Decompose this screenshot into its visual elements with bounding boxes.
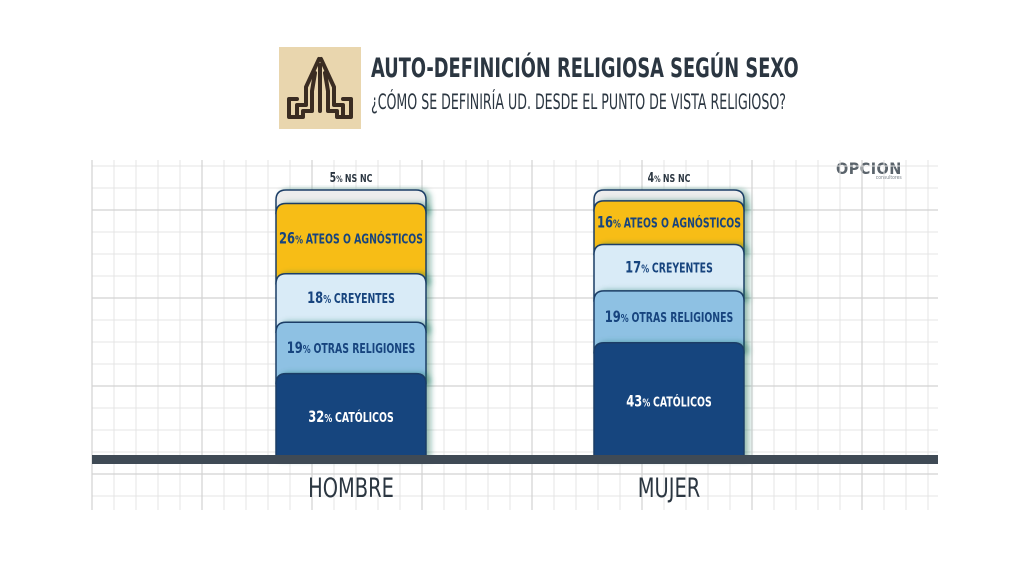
data-label-hombre-catolicos: 32% CATÓLICOS: [308, 408, 393, 426]
chart-subtitle: ¿CÓMO SE DEFINIRÍA UD. DESDE EL PUNTO DE…: [371, 90, 786, 114]
bar-hombre: 32% CATÓLICOS 19% OTRAS RELIGIONES 18% CRE…: [275, 169, 427, 461]
segment-hombre-otras-religiones: [275, 321, 427, 385]
data-label-mujer-catolicos: 43% CATÓLICOS: [626, 393, 711, 411]
baseline: [92, 455, 938, 464]
data-label-mujer-creyentes: 17% CREYENTES: [625, 259, 713, 277]
category-label-mujer: MUJER: [638, 472, 701, 504]
data-label-hombre-ateos-o-agnosticos: 26% ATEOS O AGNÓSTICOS: [279, 230, 423, 248]
category-label-hombre: HOMBRE: [308, 472, 394, 504]
opcion-logo: OPCION consultores: [836, 159, 902, 181]
segment-hombre-catolicos: [275, 372, 427, 461]
bar-mujer: 43% CATÓLICOS 19% OTRAS RELIGIONES 17% CRE…: [593, 169, 745, 461]
data-label-mujer-ateos-o-agnosticos: 16% ATEOS O AGNÓSTICOS: [597, 214, 741, 232]
data-label-hombre-ns-nc: 5% NS NC: [330, 169, 373, 185]
segment-hombre-creyentes: [275, 272, 427, 334]
segment-hombre-ateos-o-agnosticos: [275, 202, 427, 285]
data-label-hombre-otras-religiones: 19% OTRAS RELIGIONES: [287, 339, 416, 357]
logo-subtext: consultores: [875, 175, 902, 181]
data-label-mujer-otras-religiones: 19% OTRAS RELIGIONES: [605, 308, 734, 326]
logo-text: OPCION: [836, 159, 902, 178]
segment-mujer-otras-religiones: [593, 290, 745, 354]
segment-mujer-creyentes: [593, 243, 745, 302]
data-label-hombre-creyentes: 18% CREYENTES: [307, 289, 395, 307]
segment-mujer-catolicos: [593, 341, 745, 461]
data-label-mujer-ns-nc: 4% NS NC: [648, 169, 691, 185]
segment-mujer-ateos-o-agnosticos: [593, 200, 745, 256]
praying-hands-icon: [279, 47, 361, 129]
chart-title: AUTO-DEFINICIÓN RELIGIOSA SEGÚN SEXO: [371, 53, 799, 84]
